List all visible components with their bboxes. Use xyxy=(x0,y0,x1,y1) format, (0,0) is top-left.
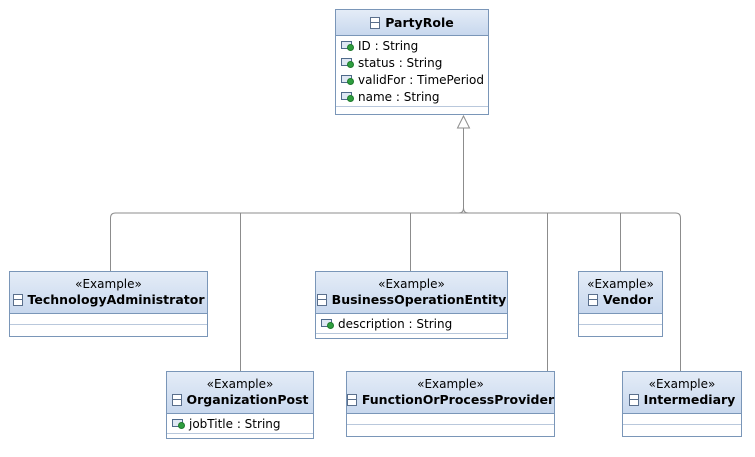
attribute-label: name : String xyxy=(358,89,440,104)
attribute-compartment: description : String xyxy=(316,314,507,334)
class-icon xyxy=(346,394,357,406)
class-header: PartyRole xyxy=(336,10,488,36)
attribute-row[interactable]: jobTitle : String xyxy=(167,415,313,432)
class-name: BusinessOperationEntity xyxy=(331,292,507,307)
class-name: FunctionOrProcessProvider xyxy=(361,392,555,407)
class-stereotype: «Example» xyxy=(206,377,274,391)
class-icon xyxy=(12,294,23,306)
attribute-row[interactable]: ID : String xyxy=(336,37,488,54)
attribute-label: ID : String xyxy=(358,38,419,53)
class-icon xyxy=(587,294,598,306)
attribute-row[interactable]: status : String xyxy=(336,54,488,71)
attribute-label: validFor : TimePeriod xyxy=(358,72,484,87)
attribute-compartment xyxy=(623,414,741,425)
attribute-label: jobTitle : String xyxy=(189,416,281,431)
attribute-row[interactable]: validFor : TimePeriod xyxy=(336,71,488,88)
class-business-operation-entity[interactable]: «Example» BusinessOperationEntity descri… xyxy=(315,271,508,339)
class-name: Vendor xyxy=(602,292,654,307)
attribute-compartment: ID : String status : String validFor : T… xyxy=(336,36,488,107)
class-stereotype: «Example» xyxy=(75,277,142,291)
class-header: «Example» BusinessOperationEntity xyxy=(316,272,507,314)
attribute-row[interactable]: name : String xyxy=(336,88,488,105)
attribute-compartment xyxy=(347,414,554,425)
class-name: PartyRole xyxy=(385,14,454,30)
attribute-icon xyxy=(341,91,355,102)
generalization-bus xyxy=(110,212,681,371)
class-stereotype: «Example» xyxy=(378,277,445,291)
attribute-icon xyxy=(341,40,355,51)
generalization-arrow-icon xyxy=(456,114,471,129)
class-icon xyxy=(628,394,639,406)
attribute-icon xyxy=(341,57,355,68)
class-header: «Example» TechnologyAdministrator xyxy=(10,272,207,314)
attribute-row[interactable]: description : String xyxy=(316,315,507,332)
attribute-icon xyxy=(321,318,335,329)
attribute-compartment xyxy=(10,314,207,325)
attribute-icon xyxy=(341,74,355,85)
class-icon xyxy=(171,394,182,406)
class-organization-post[interactable]: «Example» OrganizationPost jobTitle : St… xyxy=(166,371,314,439)
generalization-bus-joint xyxy=(458,207,469,214)
class-header: «Example» FunctionOrProcessProvider xyxy=(346,372,555,414)
class-header: «Example» Intermediary xyxy=(623,372,741,414)
class-name: OrganizationPost xyxy=(186,392,309,407)
attribute-icon xyxy=(172,418,186,429)
class-stereotype: «Example» xyxy=(587,277,654,291)
class-technology-administrator[interactable]: «Example» TechnologyAdministrator xyxy=(9,271,208,337)
class-stereotype: «Example» xyxy=(417,377,484,391)
class-icon xyxy=(370,16,381,29)
class-vendor[interactable]: «Example» Vendor xyxy=(578,271,663,337)
class-header: «Example» Vendor xyxy=(579,272,662,314)
class-function-or-process-provider[interactable]: «Example» FunctionOrProcessProvider xyxy=(346,371,555,437)
attribute-label: status : String xyxy=(358,55,443,70)
class-party-role[interactable]: PartyRole ID : String status : String va… xyxy=(335,9,489,115)
class-header: «Example» OrganizationPost xyxy=(167,372,313,414)
class-name: TechnologyAdministrator xyxy=(27,292,205,307)
class-icon xyxy=(316,294,327,306)
class-intermediary[interactable]: «Example» Intermediary xyxy=(622,371,742,437)
class-stereotype: «Example» xyxy=(648,377,716,391)
attribute-label: description : String xyxy=(338,316,453,331)
class-name: Intermediary xyxy=(643,392,736,407)
attribute-compartment: jobTitle : String xyxy=(167,414,313,434)
attribute-compartment xyxy=(579,314,662,325)
